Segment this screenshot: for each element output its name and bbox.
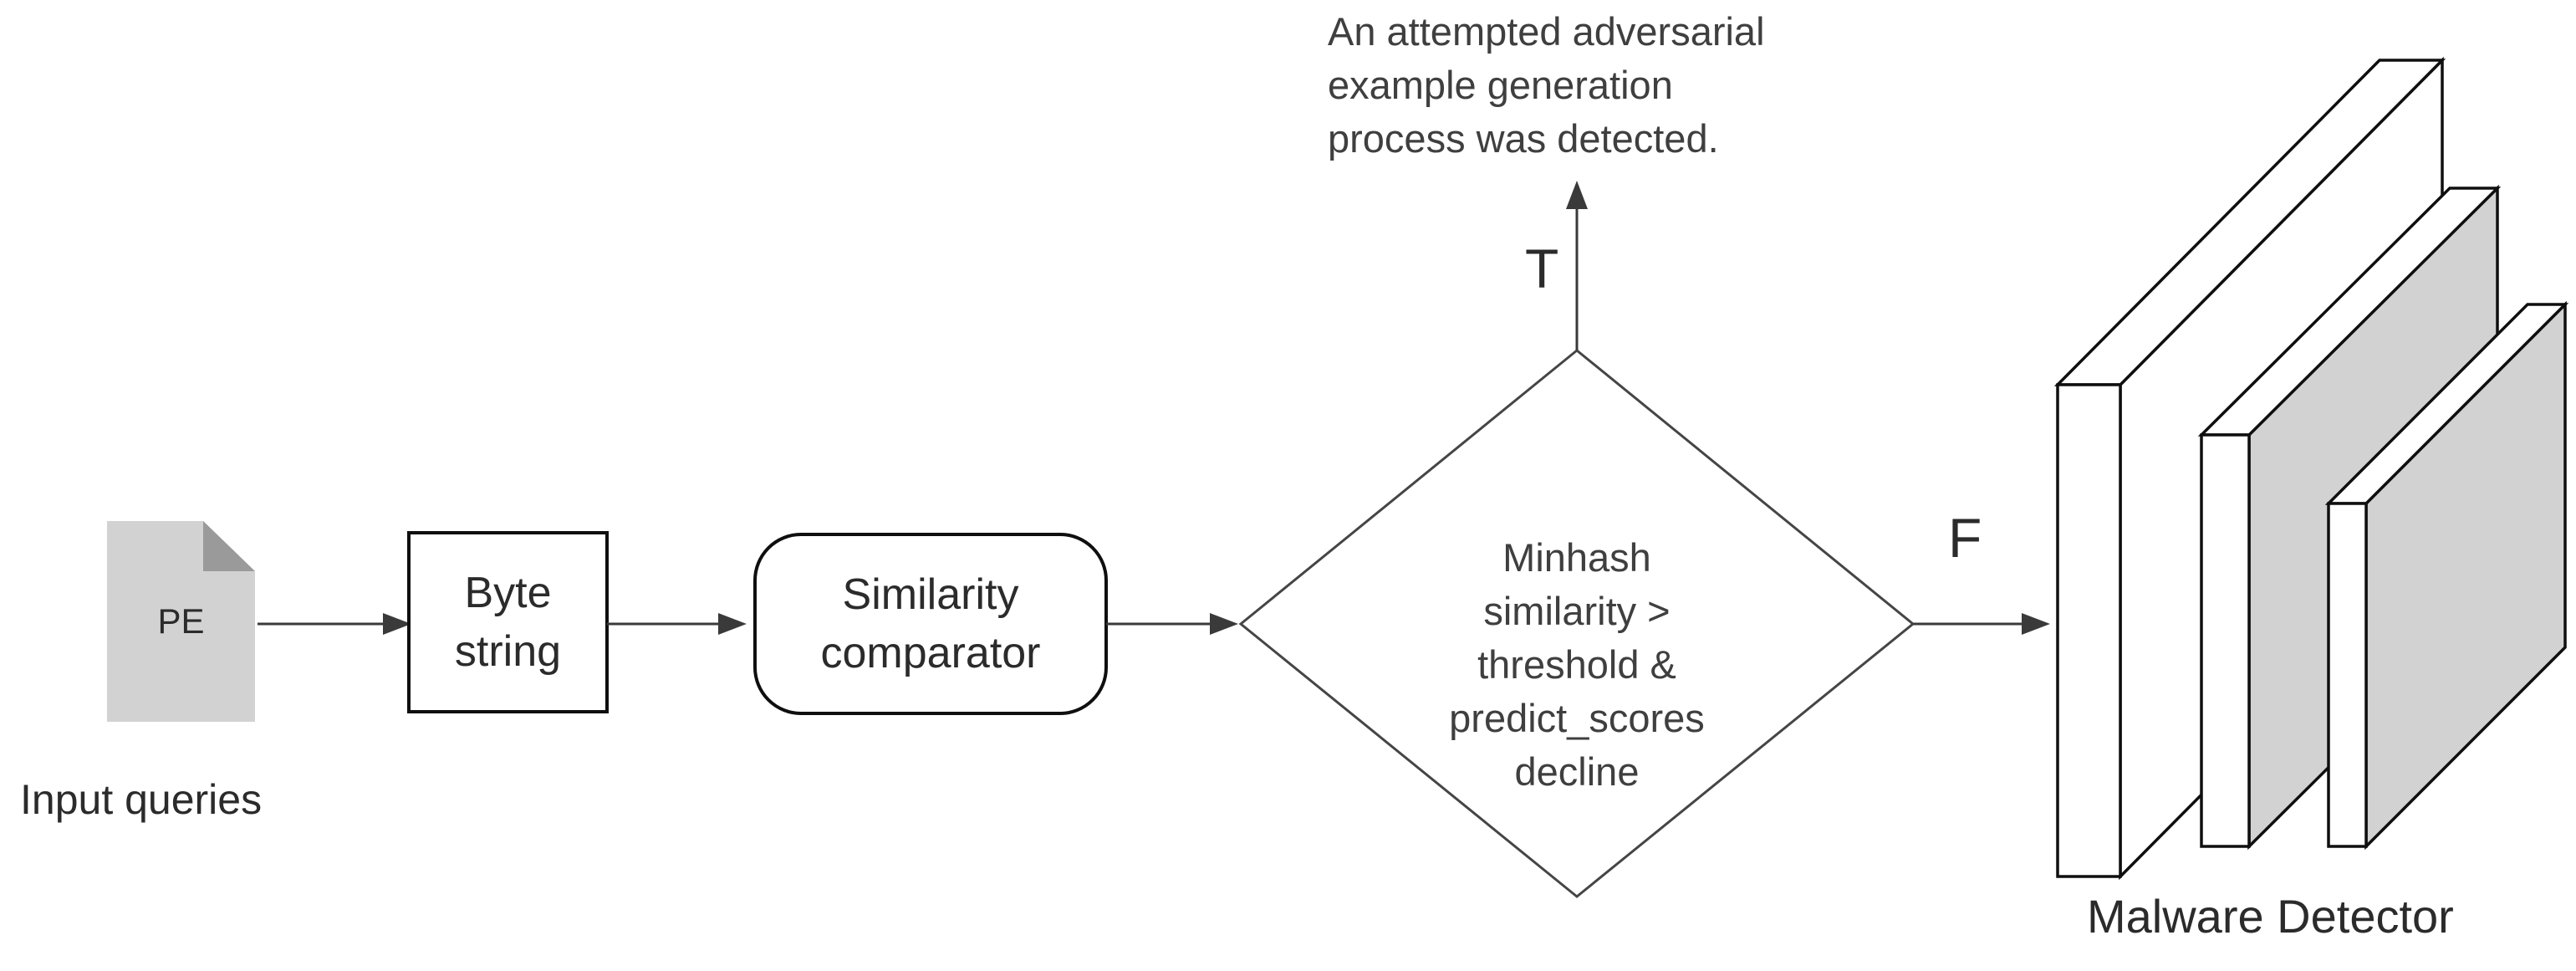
condition-line: similarity > — [1483, 589, 1671, 633]
node-label-line: comparator — [820, 629, 1041, 677]
node-label-line: Byte — [464, 569, 552, 617]
arrow-head-icon — [383, 613, 411, 635]
input-queries-caption: Input queries — [20, 776, 263, 823]
detector-layer-3 — [2324, 300, 2569, 851]
false-branch-label: F — [1948, 507, 1982, 569]
pe-document-icon — [107, 521, 255, 722]
node-label-line: Similarity — [842, 570, 1019, 619]
arrow-similarity-to-decision — [1106, 613, 1238, 635]
annotation-line: process was detected. — [1328, 116, 1719, 161]
neural-network-layers-icon — [2053, 56, 2569, 881]
condition-line: threshold & — [1477, 642, 1676, 687]
node-label-line: string — [454, 627, 562, 676]
condition-line: decline — [1514, 749, 1640, 794]
annotation-line: example generation — [1328, 63, 1673, 107]
document-folded-corner — [203, 521, 255, 571]
decision-condition-label: Minhash similarity > threshold & predict… — [1359, 529, 1794, 801]
condition-line: predict_scores — [1449, 696, 1705, 740]
byte-string-node-label: Byte string — [409, 533, 607, 712]
similarity-comparator-node-label: Similarity comparator — [755, 534, 1106, 713]
arrow-input-to-byte-string — [258, 613, 411, 635]
arrow-decision-false-branch — [1913, 613, 2050, 635]
condition-line: Minhash — [1502, 535, 1651, 580]
malware-detector-caption: Malware Detector — [2087, 890, 2454, 943]
annotation-line: An attempted adversarial — [1328, 9, 1765, 54]
true-branch-label: T — [1525, 238, 1559, 299]
arrow-decision-true-branch — [1566, 181, 1588, 350]
arrow-head-icon — [718, 613, 747, 635]
layer-front-face — [2200, 433, 2251, 848]
arrow-head-icon — [2022, 613, 2050, 635]
adversarial-detected-annotation: An attempted adversarial example generat… — [1328, 5, 1765, 166]
byte-string-node-box — [407, 531, 609, 713]
arrow-head-icon — [1566, 181, 1588, 209]
arrow-byte-string-to-similarity — [607, 613, 747, 635]
layer-front-face — [2056, 383, 2122, 878]
pe-document-label: PE — [157, 601, 205, 641]
arrow-head-icon — [1210, 613, 1238, 635]
layer-front-face — [2327, 502, 2368, 848]
